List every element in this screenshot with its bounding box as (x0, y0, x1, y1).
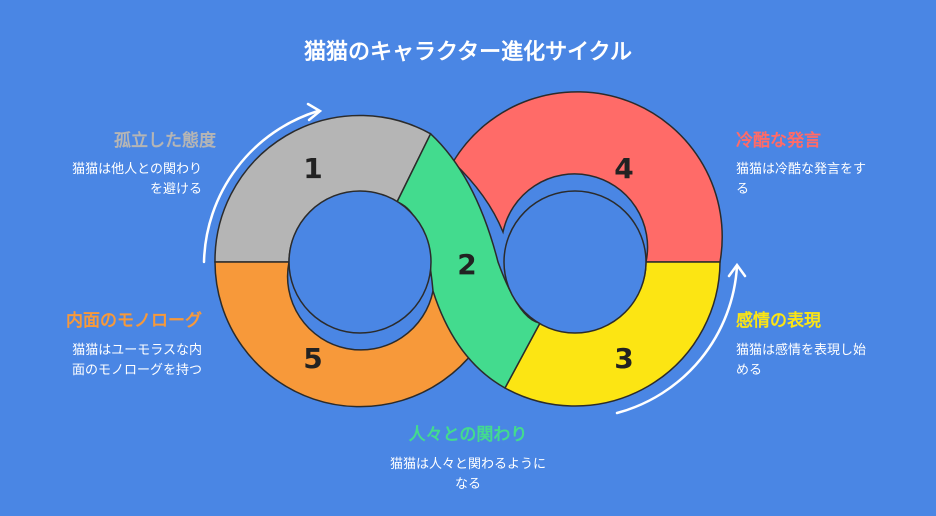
right-ring-hole (503, 190, 647, 334)
step-desc-1-line-2: を避ける (149, 182, 202, 197)
step-desc-4-line-2: る (736, 182, 750, 197)
step-desc-5-line-1: 猫猫はユーモラスな内 (72, 343, 202, 358)
step-label-3: 感情の表現 (736, 311, 821, 331)
step-number-1: 1 (303, 152, 322, 185)
step-desc-5: 猫猫はユーモラスな内 面のモノローグを持つ (20, 341, 202, 381)
step-desc-2-line-1: 猫猫は人々と関わるように (389, 457, 546, 472)
step-desc-3-line-1: 猫猫は感情を表現し始 (736, 343, 867, 358)
step-desc-3: 猫猫は感情を表現し始 める (736, 341, 926, 381)
step-label-1: 孤立した態度 (114, 131, 216, 151)
step-desc-4-line-1: 猫猫は冷酷な発言をす (736, 162, 867, 177)
step-number-5: 5 (303, 342, 322, 375)
step-desc-3-line-2: める (736, 363, 763, 378)
step-number-3: 3 (614, 342, 633, 375)
step-desc-4: 猫猫は冷酷な発言をす る (736, 160, 926, 200)
left-ring-hole (288, 190, 432, 334)
step-desc-2-line-2: なる (454, 477, 481, 492)
step-desc-5-line-2: 面のモノローグを持つ (71, 363, 202, 378)
step-number-2: 2 (457, 248, 476, 281)
step-label-2: 人々との関わり (408, 425, 528, 445)
step-desc-1-line-1: 猫猫は他人との関わり (72, 162, 202, 177)
step-desc-1: 猫猫は他人との関わり を避ける (20, 160, 202, 200)
arrow-right-bottom (615, 262, 747, 415)
diagram-title: 猫猫のキャラクター進化サイクル (303, 40, 633, 65)
step-desc-2: 猫猫は人々と関わるように なる (340, 455, 596, 495)
step-number-4: 4 (614, 152, 633, 185)
arrow-left-top (202, 102, 323, 264)
step-label-5: 内面のモノローグ (66, 311, 202, 331)
step-label-4: 冷酷な発言 (736, 131, 821, 151)
